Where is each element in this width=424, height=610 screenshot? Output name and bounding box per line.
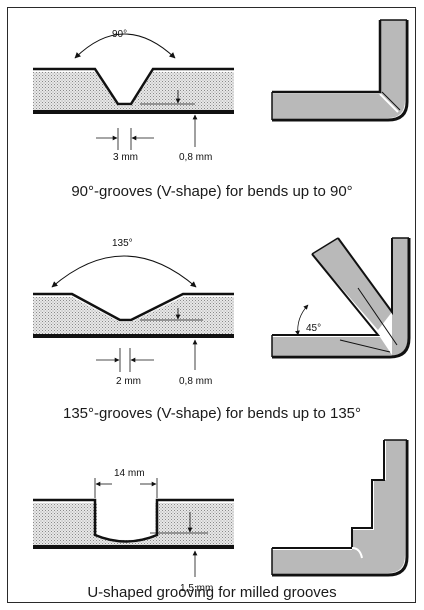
bend-angle-label: 45° — [306, 323, 321, 334]
groove-depth-label: 1,5 mm — [180, 583, 213, 594]
bent-panel-90 — [271, 19, 409, 122]
v-groove-135-section — [33, 255, 234, 372]
groove-width-label: 2 mm — [116, 376, 141, 387]
figure-frame — [7, 7, 416, 603]
angle-label: 135° — [112, 238, 133, 249]
bent-panel-135 — [271, 237, 411, 359]
caption-v-groove-135: 135°-grooves (V-shape) for bends up to 1… — [62, 405, 361, 422]
caption-v-groove-90: 90°-grooves (V-shape) for bends up to 90… — [71, 183, 353, 200]
angle-label: 90° — [112, 29, 127, 40]
caption-u-groove: U-shaped grooving for milled grooves — [87, 584, 337, 601]
v-groove-90-section — [33, 33, 234, 150]
bent-panel-u-groove — [271, 439, 409, 577]
groove-width-label: 14 mm — [114, 468, 145, 479]
groove-width-label: 3 mm — [113, 152, 138, 163]
u-groove-section — [33, 478, 234, 577]
groove-depth-label: 0,8 mm — [179, 152, 212, 163]
groove-depth-label: 0,8 mm — [179, 376, 212, 387]
